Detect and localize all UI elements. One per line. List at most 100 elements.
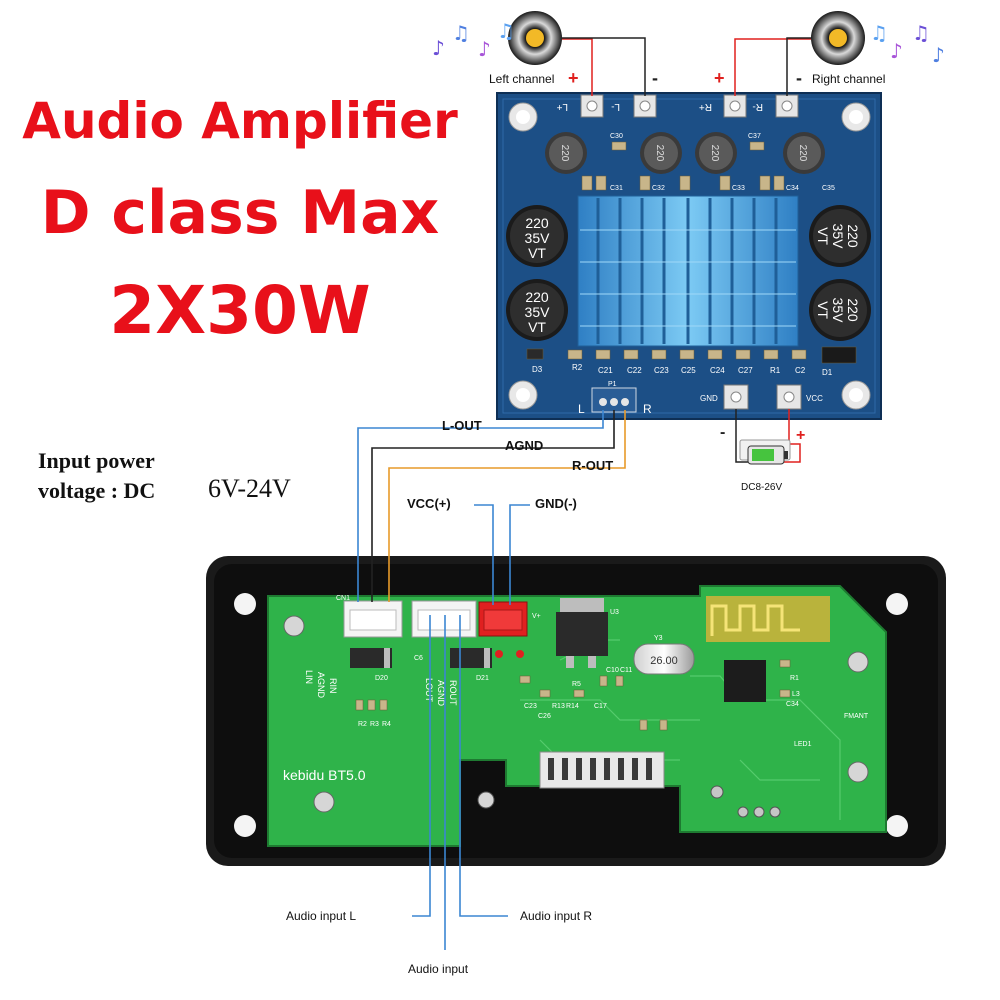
svg-text:VT: VT xyxy=(528,245,546,261)
svg-text:220: 220 xyxy=(525,215,549,231)
svg-text:ROUT: ROUT xyxy=(448,680,458,706)
left-channel-label: Left channel xyxy=(489,72,555,86)
svg-text:220: 220 xyxy=(845,224,861,248)
svg-text:VT: VT xyxy=(528,319,546,335)
electrolytic-capacitors: 220 35V VT 220 35V VT 220 35V VT 220 35V… xyxy=(506,205,871,341)
svg-text:P1: P1 xyxy=(608,381,617,388)
svg-text:C31: C31 xyxy=(610,185,623,192)
svg-text:R13: R13 xyxy=(552,703,565,710)
small-capacitors: 220 220 220 220 xyxy=(545,132,825,174)
svg-text:+: + xyxy=(796,427,805,444)
svg-text:U3: U3 xyxy=(610,609,619,616)
polarity-marks: + - + - xyxy=(568,68,802,88)
svg-text:+: + xyxy=(568,68,579,88)
svg-text:C23: C23 xyxy=(654,366,669,375)
svg-text:R1: R1 xyxy=(770,366,781,375)
power-supply: - + xyxy=(720,409,805,465)
svg-text:C26: C26 xyxy=(538,713,551,720)
svg-text:Y3: Y3 xyxy=(654,635,663,642)
svg-text:26.00: 26.00 xyxy=(650,655,678,667)
wire-audio-r xyxy=(459,615,508,917)
svg-text:♫: ♫ xyxy=(452,21,470,45)
svg-text:C2: C2 xyxy=(795,366,806,375)
svg-text:R5: R5 xyxy=(572,681,581,688)
svg-text:D20: D20 xyxy=(375,675,388,682)
svg-text:VT: VT xyxy=(815,301,831,319)
wire-label-vcc: VCC(+) xyxy=(407,496,451,511)
svg-text:C10: C10 xyxy=(606,667,619,674)
speaker-wires xyxy=(562,37,811,96)
svg-text:VCC: VCC xyxy=(806,394,823,403)
signal-wires xyxy=(357,410,626,950)
ribbon-connector xyxy=(539,751,665,789)
amp-refs-top: C30 C37 C31 C32 C33 C34 C35 xyxy=(610,133,835,192)
svg-text:R14: R14 xyxy=(566,703,579,710)
svg-text:D21: D21 xyxy=(476,675,489,682)
regulator-u3 xyxy=(556,612,608,656)
svg-text:C22: C22 xyxy=(627,366,642,375)
svg-text:AGND: AGND xyxy=(436,680,446,707)
audio-input-r-label: Audio input R xyxy=(520,909,593,923)
wire-l-out xyxy=(357,410,604,602)
supply-label: DC8-26V xyxy=(741,482,783,493)
svg-text:VT: VT xyxy=(815,227,831,245)
svg-text:♪: ♪ xyxy=(932,43,945,67)
svg-text:C27: C27 xyxy=(738,366,753,375)
amp-mount-holes xyxy=(508,102,871,410)
wire-vcc xyxy=(474,504,494,605)
svg-text:C11: C11 xyxy=(620,667,632,674)
speaker-left xyxy=(508,11,562,65)
svg-text:C6: C6 xyxy=(414,655,423,662)
wire-label-agnd: AGND xyxy=(505,438,544,453)
svg-text:AGND: AGND xyxy=(316,672,326,699)
svg-text:220: 220 xyxy=(797,145,808,162)
svg-text:C33: C33 xyxy=(732,185,745,192)
svg-text:C37: C37 xyxy=(748,133,761,140)
svg-text:RIN: RIN xyxy=(328,678,338,694)
wire-audio-l xyxy=(412,615,431,917)
amp-board: L+ L- R+ R- 220 220 220 220 C30 C37 C31 … xyxy=(496,92,882,420)
svg-text:R2: R2 xyxy=(572,363,583,372)
pin-label-r-minus: R- xyxy=(752,101,763,112)
svg-text:C32: C32 xyxy=(652,185,665,192)
pin-label-r-plus: R+ xyxy=(699,101,712,112)
svg-text:L: L xyxy=(578,402,585,416)
svg-text:♪: ♪ xyxy=(890,39,903,63)
amp-input-header: L R P1 xyxy=(578,381,652,416)
speaker-right xyxy=(811,11,865,65)
title-line-3: 2X30W xyxy=(109,272,371,349)
wire-gnd xyxy=(509,504,530,605)
svg-text:C34: C34 xyxy=(786,701,799,708)
wire-label-l-out: L-OUT xyxy=(442,418,482,433)
svg-text:35V: 35V xyxy=(525,230,551,246)
power-note-range: 6V-24V xyxy=(208,474,291,503)
svg-text:C25: C25 xyxy=(681,366,696,375)
svg-text:C35: C35 xyxy=(822,185,835,192)
svg-text:LIN: LIN xyxy=(304,670,314,684)
svg-text:220: 220 xyxy=(845,298,861,322)
right-channel-label: Right channel xyxy=(812,72,886,86)
svg-text:35V: 35V xyxy=(525,304,551,320)
heatsink xyxy=(577,195,799,347)
svg-text:220: 220 xyxy=(559,145,570,162)
svg-text:♪: ♪ xyxy=(432,36,445,60)
bt-frame-screws xyxy=(234,593,908,837)
title-line-1: Audio Amplifier xyxy=(22,92,458,150)
svg-text:R4: R4 xyxy=(382,721,391,728)
svg-text:C21: C21 xyxy=(598,366,613,375)
svg-text:35V: 35V xyxy=(830,224,846,250)
svg-text:R: R xyxy=(643,402,652,416)
smd-bottom xyxy=(526,346,857,364)
svg-text:FMANT: FMANT xyxy=(844,713,869,720)
svg-text:GND: GND xyxy=(700,394,718,403)
svg-text:220: 220 xyxy=(525,289,549,305)
audio-input-label: Audio input xyxy=(408,962,469,976)
svg-text:V+: V+ xyxy=(532,613,541,620)
wire-r-out xyxy=(388,410,626,602)
crystal-y3 xyxy=(633,643,695,675)
svg-text:CN1: CN1 xyxy=(336,595,350,602)
bt-chip xyxy=(724,660,766,702)
svg-text:220: 220 xyxy=(709,145,720,162)
svg-text:220: 220 xyxy=(654,145,665,162)
